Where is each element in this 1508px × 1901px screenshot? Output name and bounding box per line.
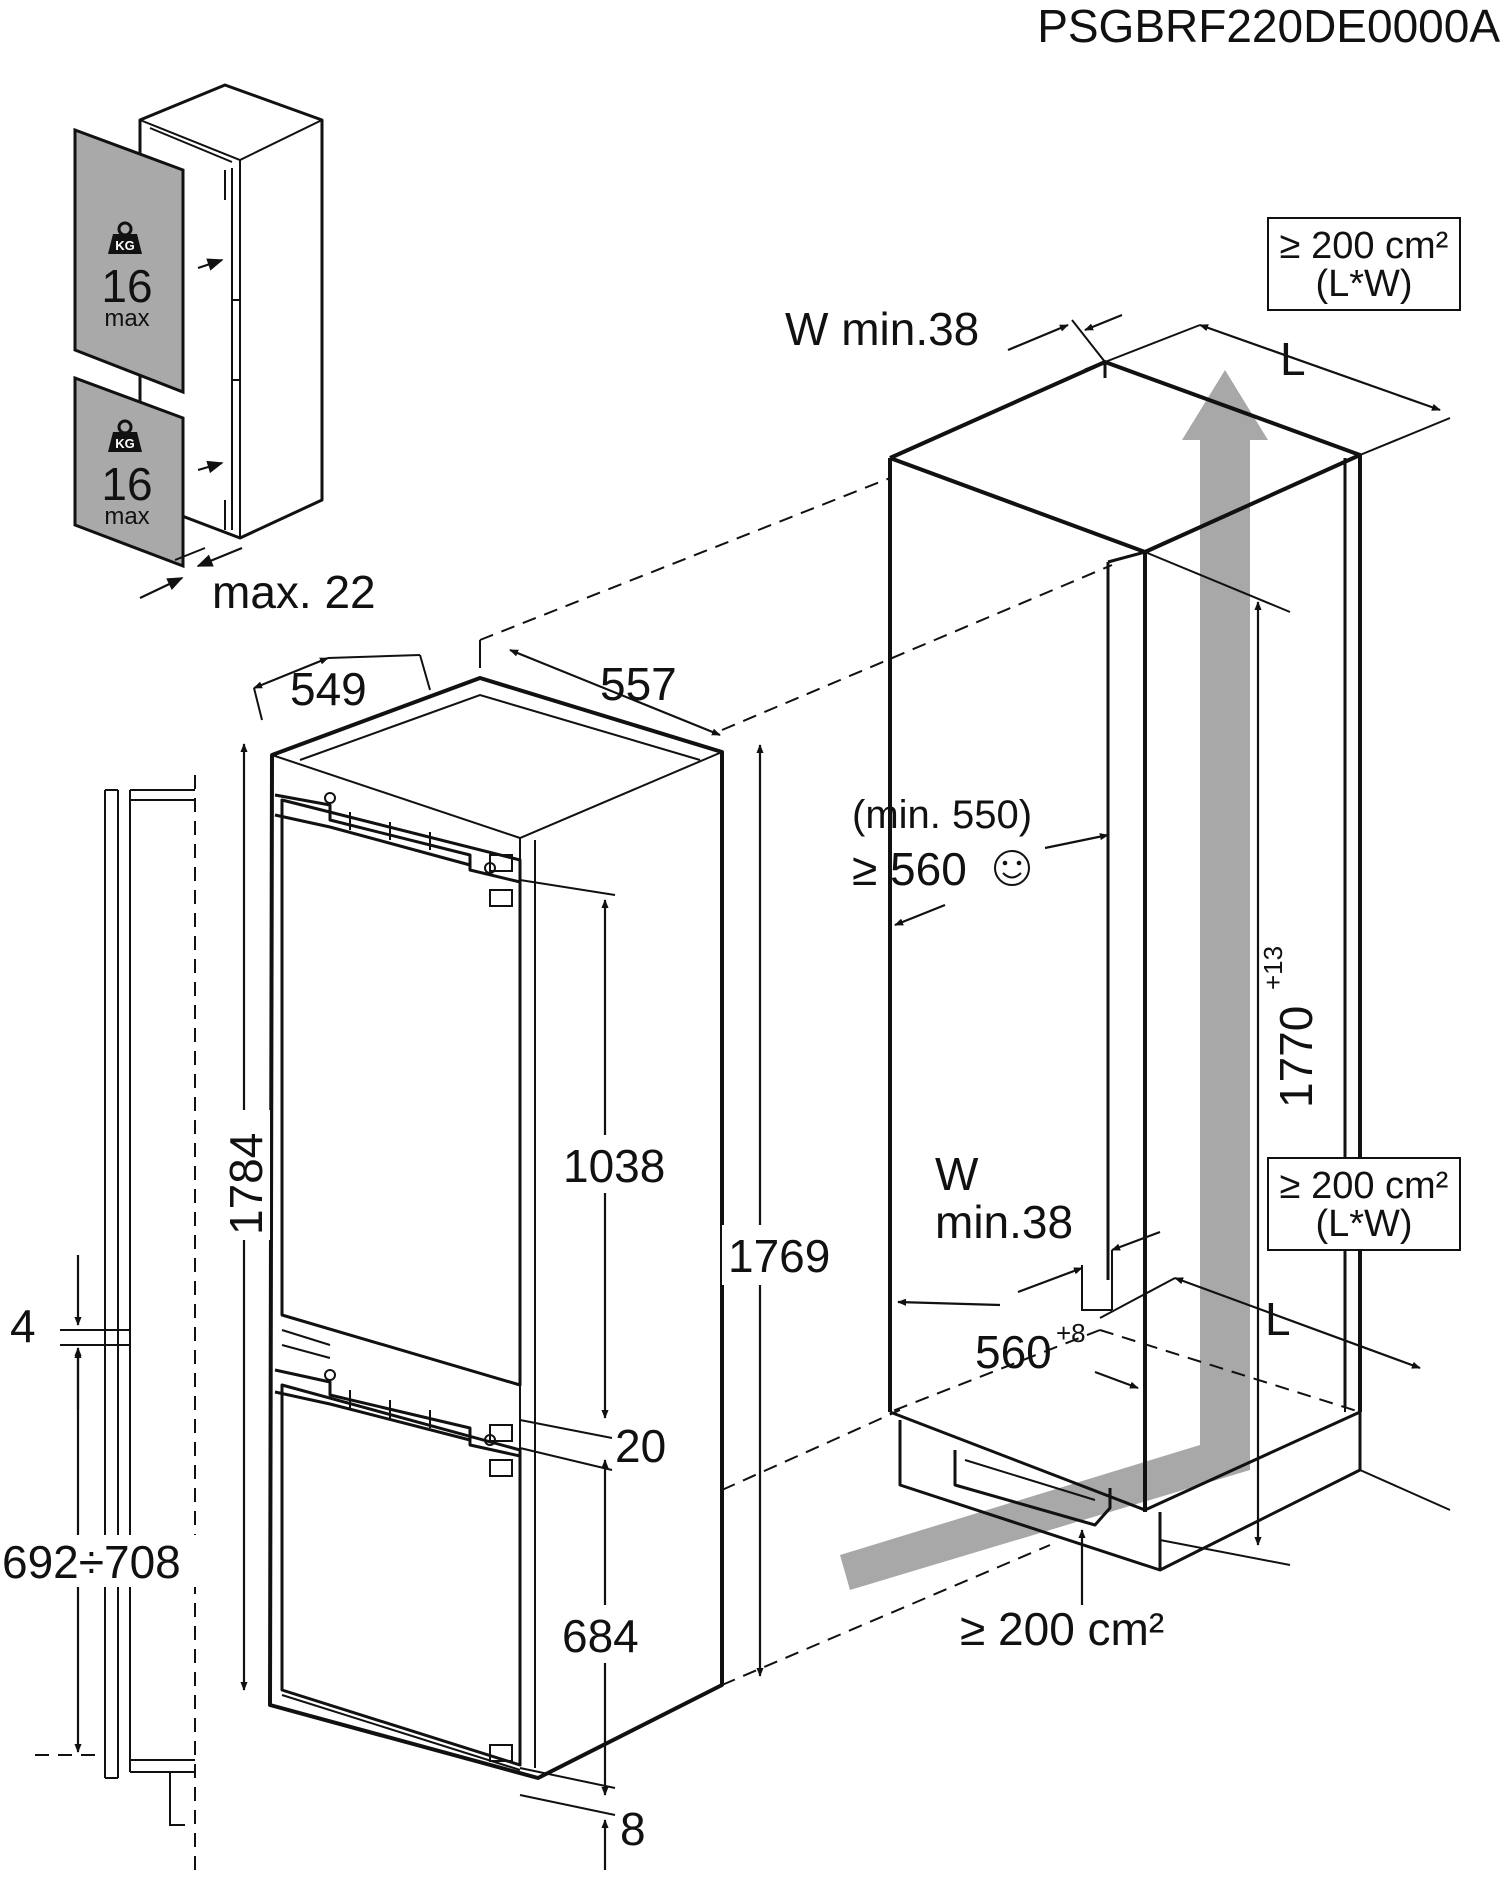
l-mid-label: L [1265, 1293, 1291, 1345]
door-weight-inset: KG 16 max KG 16 max max. 22 [73, 83, 376, 618]
upper-door-weight: 16 [101, 260, 152, 312]
door-arrow-lower [197, 460, 224, 474]
projection-lines [269, 477, 1113, 1779]
upper-door-height-label: 1038 [563, 1140, 665, 1192]
side-gap-label: 4 [10, 1300, 36, 1352]
upper-door-weight-unit: max [104, 305, 149, 332]
vent-mid-box [1267, 1157, 1461, 1251]
lower-door-panel [73, 375, 185, 569]
side-profile: 4 692÷708 [0, 775, 210, 1870]
vent-mid-area-line1: ≥ 200 cm² [1280, 1165, 1449, 1207]
door-thickness-label: max. 22 [212, 566, 376, 618]
kg-weight-icon: KG [108, 419, 142, 452]
upper-door-panel [73, 127, 185, 395]
model-code: PSGBRF220DE0000A [1037, 0, 1500, 52]
depth-560-label: ≥ 560 [852, 843, 967, 895]
niche-width-label: 560 [975, 1326, 1052, 1378]
bottom-gap-label: 8 [620, 1803, 646, 1855]
door-arrow-upper [197, 258, 224, 271]
depth-min-label: (min. 550) [852, 793, 1032, 837]
lower-door-height-label: 684 [562, 1610, 639, 1662]
appliance-depth-label: 549 [290, 663, 367, 715]
lower-door-weight: 16 [101, 458, 152, 510]
vent-top-area-line2: (L*W) [1315, 263, 1412, 305]
appliance-total-height-label: 1784 [220, 1133, 272, 1235]
vent-top-area-line1: ≥ 200 cm² [1280, 225, 1449, 267]
airflow-arrow [840, 370, 1268, 1590]
w-min-mid-label-line2: min.38 [935, 1196, 1073, 1248]
svg-text:KG: KG [115, 238, 135, 253]
appliance-body-height-label: 1769 [728, 1230, 830, 1282]
side-range-label: 692÷708 [2, 1536, 181, 1588]
w-min-top-label: W min.38 [785, 303, 979, 355]
kg-weight-icon: KG [108, 221, 142, 254]
niche-width-tolerance: +8 [1056, 1318, 1086, 1348]
vent-top-box [1267, 217, 1461, 311]
niche-height-tolerance: +13 [1258, 946, 1288, 990]
door-gap-label: 20 [615, 1420, 666, 1472]
w-min-mid-label-line1: W [935, 1148, 979, 1200]
vent-bottom-area: ≥ 200 cm² [960, 1603, 1164, 1655]
appliance-width-label: 557 [600, 658, 677, 710]
niche-height-label: 1770 [1270, 1006, 1322, 1108]
l-top-label: L [1280, 333, 1306, 385]
niche-drawing: W min.38 L ≥ 200 cm² (L*W) (min. 550) ≥ … [785, 217, 1461, 1655]
lower-door-weight-unit: max [104, 503, 149, 530]
svg-text:KG: KG [115, 436, 135, 451]
appliance-drawing: 549 557 1784 1769 1038 20 684 8 [210, 640, 842, 1870]
vent-mid-area-line2: (L*W) [1315, 1203, 1412, 1245]
smiley-icon [994, 850, 1030, 886]
